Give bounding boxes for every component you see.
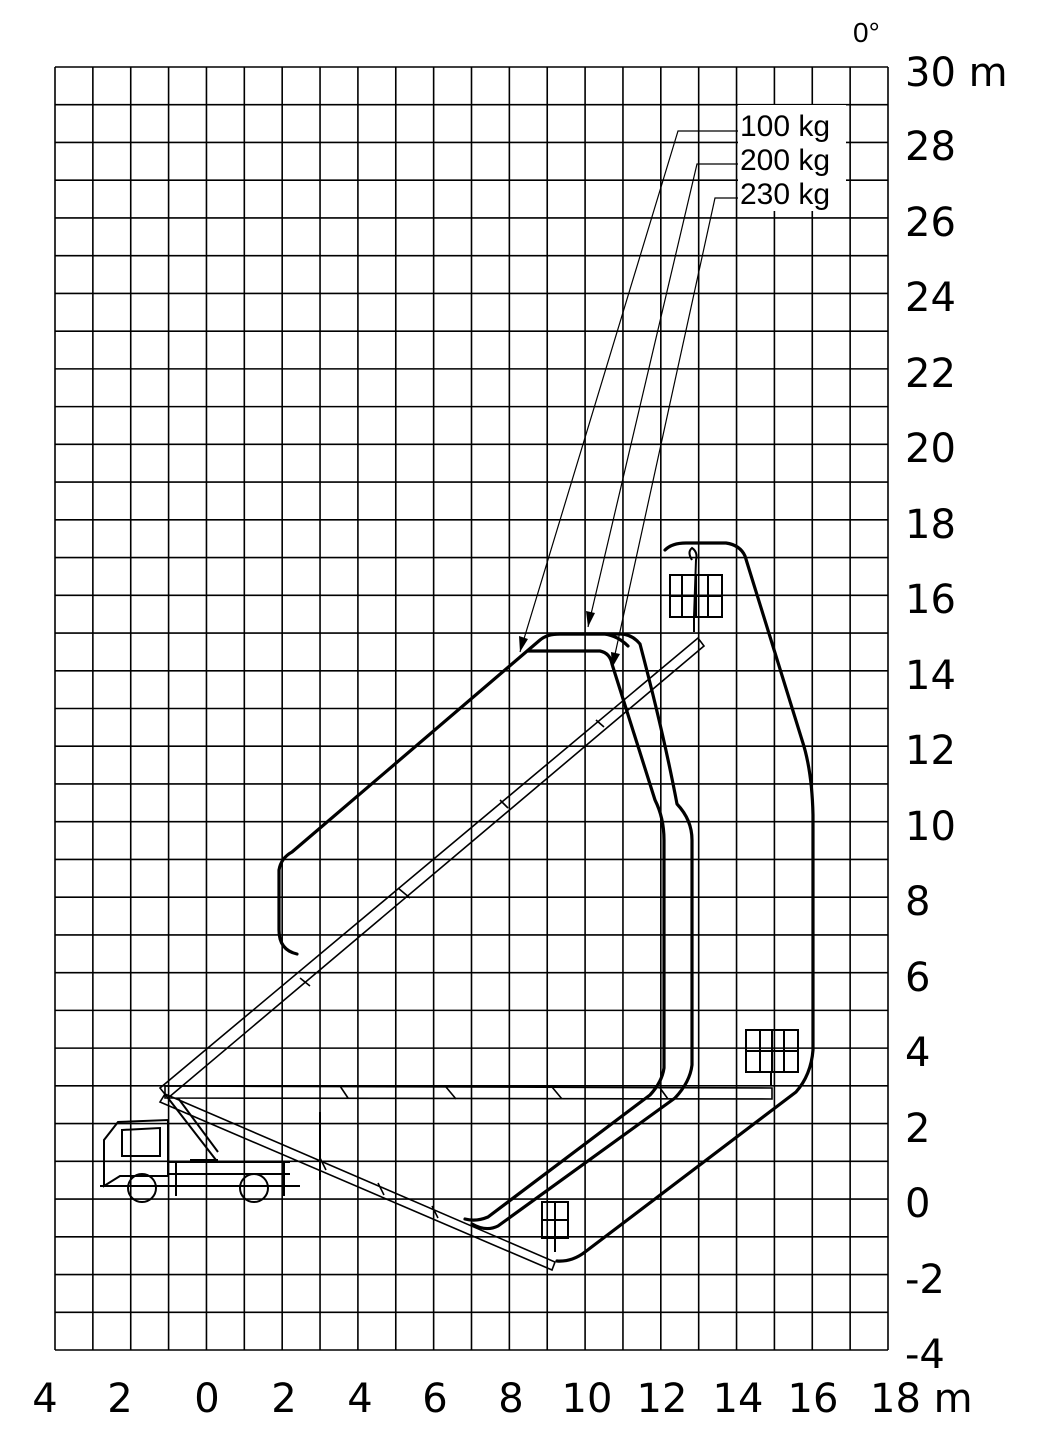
boom-positions: [158, 636, 773, 1272]
y-tick-label: 24: [905, 275, 956, 321]
arrowhead-200kg: [586, 611, 595, 627]
y-tick-label: 12: [905, 728, 956, 774]
load-leaders: [519, 130, 738, 669]
truck-outrigger: [175, 1112, 321, 1196]
platform-right: [745, 1029, 799, 1086]
y-tick-label: 20: [905, 426, 956, 472]
load-label-100: 100 kg: [740, 110, 830, 143]
boom-lowered: [158, 1092, 557, 1272]
x-tick-label: 16: [788, 1376, 839, 1422]
x-tick-label: 14: [713, 1376, 764, 1422]
y-tick-label: 26: [905, 200, 956, 246]
arrowhead-100kg: [519, 636, 528, 652]
load-label-200: 200 kg: [740, 144, 830, 177]
y-axis-tick-labels: 30 m 28 26 24 22 20 18 16 14 12 10 8 6 4…: [905, 50, 1008, 1378]
y-tick-label: 10: [905, 804, 956, 850]
y-tick-label: 4: [905, 1030, 930, 1076]
load-legend-box: [738, 105, 846, 211]
x-tick-label: 10: [562, 1376, 613, 1422]
boom-joint-marks: [299, 719, 669, 1219]
x-tick-label: 6: [422, 1376, 447, 1422]
y-tick-label: -2: [905, 1257, 945, 1303]
x-axis-tick-labels: 4 2 0 2 4 6 8 10 12 14 16 18 m: [32, 1376, 972, 1422]
leader-200kg: [587, 163, 738, 628]
grid: [54, 66, 889, 1351]
truck: [100, 1097, 321, 1203]
y-tick-label: 0: [905, 1181, 930, 1227]
x-tick-label: 18 m: [870, 1376, 973, 1422]
truck-wheel-front: [127, 1173, 157, 1203]
truck-cab: [103, 1118, 169, 1188]
leader-230kg: [611, 197, 738, 669]
truck-chassis: [100, 1161, 300, 1187]
platform-bottom: [541, 1201, 569, 1252]
x-tick-label: 2: [107, 1376, 132, 1422]
y-tick-label: 8: [905, 879, 930, 925]
y-tick-label: -4: [905, 1332, 945, 1378]
y-tick-label: 6: [905, 955, 930, 1001]
load-label-230: 230 kg: [740, 178, 830, 211]
x-tick-label: 4: [347, 1376, 372, 1422]
y-tick-label: 14: [905, 653, 956, 699]
platform-baskets: [541, 546, 799, 1252]
boom-angle-label: 0°: [853, 17, 880, 48]
y-tick-label: 16: [905, 577, 956, 623]
y-tick-label: 18: [905, 502, 956, 548]
y-tick-label: 28: [905, 124, 956, 170]
envelope-outer: [555, 541, 815, 1263]
platform-top: [669, 546, 723, 632]
y-tick-label: 30 m: [905, 50, 1008, 96]
envelope-100kg: [277, 632, 694, 1231]
truck-turntable: [167, 1097, 219, 1161]
x-tick-label: 2: [271, 1376, 296, 1422]
truck-window: [121, 1126, 161, 1157]
x-tick-label: 4: [32, 1376, 57, 1422]
x-tick-label: 8: [498, 1376, 523, 1422]
x-tick-label: 0: [194, 1376, 219, 1422]
y-tick-label: 22: [905, 351, 956, 397]
y-tick-label: 2: [905, 1106, 930, 1152]
leader-100kg: [519, 130, 738, 653]
envelope-230kg: [553, 632, 630, 648]
truck-wheel-rear: [239, 1173, 269, 1203]
x-tick-label: 12: [637, 1376, 688, 1422]
working-envelopes: [277, 541, 815, 1263]
envelope-200kg: [463, 649, 666, 1222]
